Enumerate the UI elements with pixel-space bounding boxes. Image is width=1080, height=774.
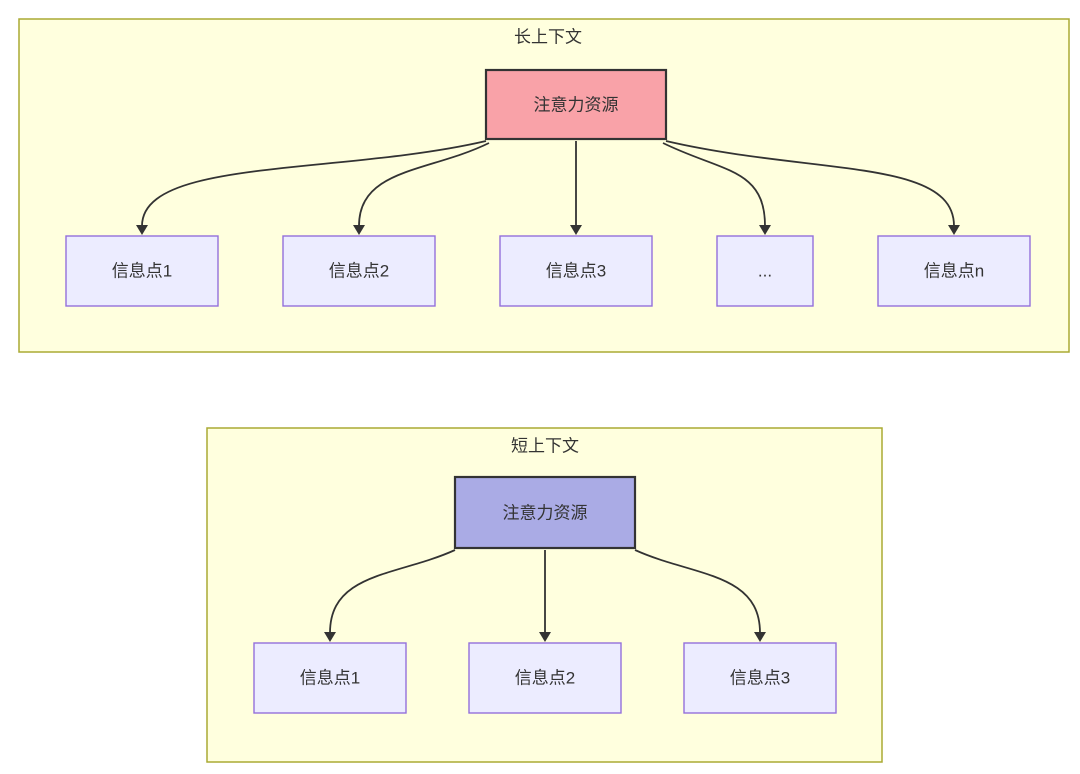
long-info-node-ellipsis-label: ...	[758, 262, 772, 281]
long-context-title: 长上下文	[514, 28, 582, 47]
edge-short-to-info3	[634, 549, 766, 642]
long-info-node-n	[877, 235, 1031, 307]
short-info-node-2	[468, 642, 622, 714]
long-info-node-n-label: 信息点n	[924, 262, 984, 281]
short-context-title: 短上下文	[511, 437, 579, 456]
edge-long-to-info1	[136, 140, 487, 235]
edge-long-to-infon	[665, 140, 960, 235]
edge-long-to-ellipsis	[662, 142, 771, 235]
short-info-node-1-label: 信息点1	[300, 669, 360, 688]
short-info-node-2-label: 信息点2	[515, 669, 575, 688]
short-info-node-3-label: 信息点3	[730, 669, 790, 688]
short-context-panel-group: 短上下文 注意力资源 信息点1 信息点2 信息点3	[206, 427, 883, 763]
long-info-node-3	[499, 235, 653, 307]
attention-node-short-label: 注意力资源	[503, 504, 588, 523]
short-info-node-1	[253, 642, 407, 714]
long-info-node-1-label: 信息点1	[112, 262, 172, 281]
long-info-node-1	[65, 235, 219, 307]
long-info-node-3-label: 信息点3	[546, 262, 606, 281]
short-info-node-3	[683, 642, 837, 714]
edge-short-to-info1	[324, 549, 456, 642]
long-context-info-nodes: 信息点1 信息点2 信息点3 ... 信息点n	[65, 235, 1031, 307]
long-context-edges	[136, 140, 960, 235]
long-context-panel-group: 长上下文 注意力资源 信息点1 信息点2 信息点3 ... 信息点n	[18, 18, 1070, 353]
short-context-edges	[324, 549, 766, 642]
edge-long-to-info2	[353, 142, 490, 235]
long-info-node-2-label: 信息点2	[329, 262, 389, 281]
long-info-node-ellipsis	[716, 235, 814, 307]
short-context-info-nodes: 信息点1 信息点2 信息点3	[253, 642, 837, 714]
attention-node-long	[484, 68, 668, 141]
attention-node-short	[453, 475, 637, 550]
long-info-node-2	[282, 235, 436, 307]
attention-node-long-label: 注意力资源	[534, 96, 619, 115]
